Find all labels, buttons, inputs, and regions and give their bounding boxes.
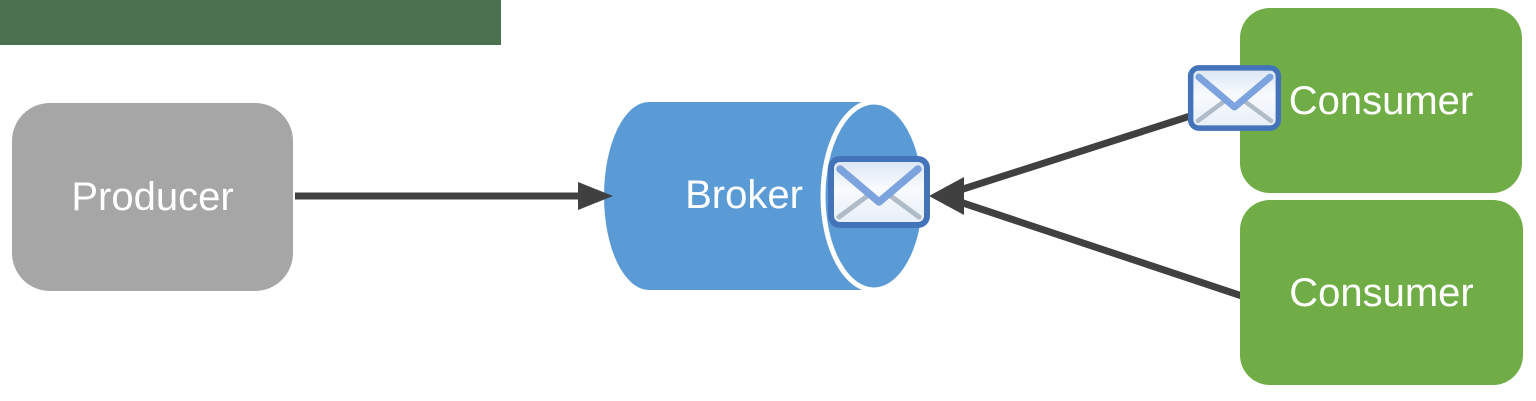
envelope-icon [1187, 64, 1282, 132]
broker-arrowhead [929, 177, 964, 215]
node-consumer-bottom: Consumer [1240, 200, 1523, 385]
envelope-icon [827, 155, 931, 229]
consumer-top-label: Consumer [1288, 78, 1474, 123]
broker-label: Broker [685, 173, 803, 218]
header-bar [0, 0, 501, 45]
consumer-bottom-label: Consumer [1289, 270, 1474, 315]
producer-label: Producer [71, 175, 234, 219]
node-producer: Producer [12, 103, 293, 291]
broker-cylinder [604, 99, 928, 293]
consumer-bottom-broker-arrow [958, 198, 1250, 302]
producer-broker-arrow [295, 182, 613, 210]
node-consumer-top: Consumer [1240, 8, 1522, 193]
